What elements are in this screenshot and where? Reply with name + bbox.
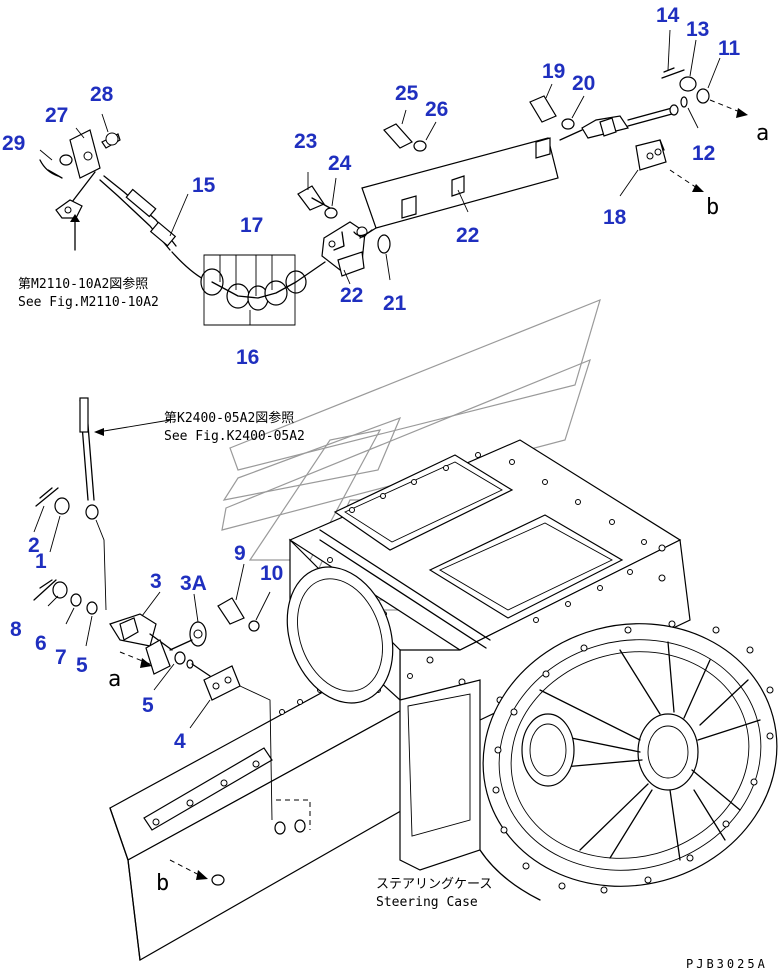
callout-25: 25 <box>395 82 419 105</box>
side-bore <box>286 566 394 704</box>
bolt-19 <box>529 95 557 123</box>
hub <box>637 713 699 791</box>
upper-cable-assembly <box>39 29 748 326</box>
callout-14: 14 <box>656 4 680 27</box>
callout-24: 24 <box>328 152 352 175</box>
ref-k2400-jp: 第K2400-05A2図参照 <box>164 410 294 426</box>
pin-2 <box>35 487 59 507</box>
callout-28: 28 <box>90 83 114 106</box>
pin-29 <box>47 169 63 179</box>
top-opening-1 <box>333 454 514 551</box>
callout-29: 29 <box>2 132 25 155</box>
callout-18: 18 <box>603 206 627 229</box>
pin-14 <box>661 67 685 79</box>
final-drive-flange <box>482 620 778 894</box>
grommet-group-17 <box>200 261 326 311</box>
callout-8: 8 <box>10 618 22 641</box>
strap <box>143 747 273 831</box>
bolt-23 <box>297 185 325 211</box>
nut-21 <box>377 234 391 254</box>
ref-m2110-en: See Fig.M2110-10A2 <box>18 295 159 310</box>
callout-7: 7 <box>55 646 67 669</box>
nut-11 <box>696 88 710 104</box>
washer-5 <box>174 651 186 665</box>
callout-5b: 5 <box>142 694 154 717</box>
callout-3: 3 <box>150 570 162 593</box>
bolt-25 <box>383 123 413 149</box>
bolt-9 <box>217 597 245 625</box>
reference-labels: a b a b 第M2110-10A2図参照 See Fig.M2110-10A… <box>18 121 769 971</box>
lower-linkage <box>33 397 311 886</box>
washer-24 <box>324 207 338 219</box>
letter-b-right: b <box>706 195 719 220</box>
callout-22-upper: 22 <box>456 224 479 247</box>
callout-10: 10 <box>260 562 283 585</box>
callout-27: 27 <box>45 104 68 127</box>
steering-case-frame <box>109 439 778 961</box>
callouts: 2 1 3 3A 4 5 5 6 7 8 9 10 11 12 13 14 15… <box>2 4 741 753</box>
ref-k2400-en: See Fig.K2400-05A2 <box>164 429 305 444</box>
callout-9: 9 <box>234 542 246 565</box>
nut-1 <box>54 497 70 515</box>
plate-under-3 <box>145 639 171 675</box>
steering-case-en: Steering Case <box>376 895 478 910</box>
callout-26: 26 <box>425 98 448 121</box>
callout-5a: 5 <box>76 654 88 677</box>
callout-17: 17 <box>240 214 263 237</box>
washer-26 <box>413 140 427 152</box>
callout-15: 15 <box>192 174 216 197</box>
callout-11: 11 <box>718 37 741 60</box>
callout-19: 19 <box>542 60 565 83</box>
callout-1: 1 <box>35 550 47 573</box>
nut-6 <box>52 581 68 599</box>
letter-a-right: a <box>756 121 769 146</box>
callout-16: 16 <box>236 346 259 369</box>
callout-3a: 3A <box>180 572 207 595</box>
washer-7 <box>70 593 82 607</box>
ref-m2110-jp: 第M2110-10A2図参照 <box>18 276 148 292</box>
callout-6: 6 <box>35 632 47 655</box>
callout-13: 13 <box>686 18 709 41</box>
washer-29 <box>59 154 73 166</box>
callout-22-lower: 22 <box>340 284 363 307</box>
washer-20 <box>561 118 575 130</box>
steering-case-jp: ステアリングケース <box>376 877 492 892</box>
nut-13 <box>679 76 697 92</box>
washer-12 <box>680 96 688 108</box>
callout-21: 21 <box>383 292 407 315</box>
callout-23: 23 <box>294 130 317 153</box>
callout-2: 2 <box>28 534 40 557</box>
letter-b-left: b <box>156 871 169 896</box>
letter-a-left: a <box>108 667 121 692</box>
arrow-a-head <box>736 108 748 118</box>
callout-20: 20 <box>572 72 595 95</box>
pin-8 <box>33 579 57 601</box>
washer-10 <box>248 620 260 632</box>
callout-12: 12 <box>692 142 715 165</box>
flange-bolts <box>492 620 774 894</box>
front-box <box>399 679 481 871</box>
plate-4 <box>203 665 241 701</box>
callout-4: 4 <box>174 730 186 753</box>
drawing-code: PJB3025A <box>686 957 768 971</box>
